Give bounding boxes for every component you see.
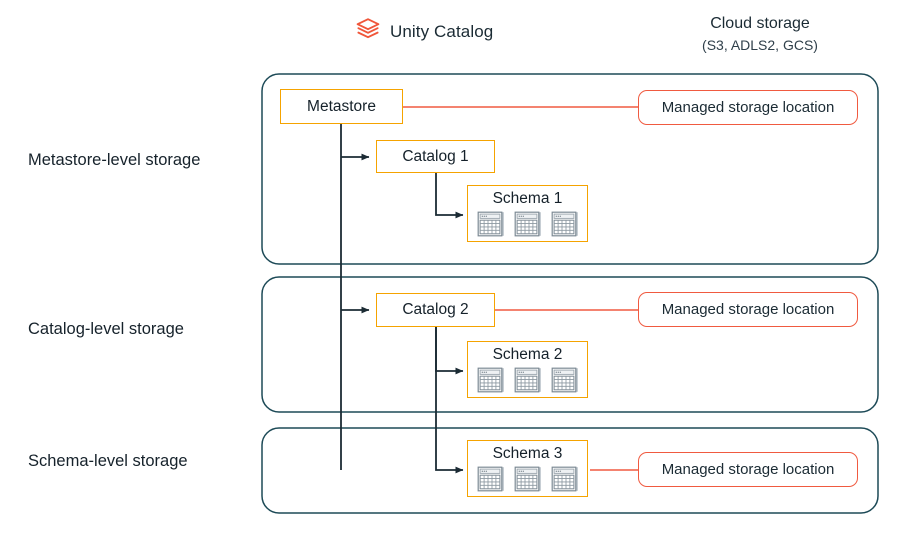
table-icon	[514, 211, 542, 238]
table-icon	[477, 211, 505, 238]
entity-schema-2[interactable]: Schema 2	[467, 341, 588, 398]
container-metastore-level	[261, 73, 879, 265]
managed-storage-label: Managed storage location	[661, 99, 835, 116]
managed-storage-location-schema[interactable]: Managed storage location	[638, 452, 858, 487]
table-icon-group	[477, 367, 579, 394]
cloud-storage-title: Cloud storage	[710, 15, 810, 32]
entity-schema-1[interactable]: Schema 1	[467, 185, 588, 242]
row-label-metastore-level: Metastore-level storage	[28, 151, 201, 169]
entity-metastore[interactable]: Metastore	[280, 89, 403, 124]
container-schema-level	[261, 427, 879, 514]
managed-storage-label: Managed storage location	[661, 461, 835, 478]
entity-catalog-1[interactable]: Catalog 1	[376, 140, 495, 173]
unity-catalog-label: Unity Catalog	[390, 21, 494, 41]
connector-catalog2-to-schema3	[435, 327, 464, 474]
table-icon	[477, 367, 505, 394]
managed-storage-label: Managed storage location	[661, 301, 835, 318]
cloud-storage-subtitle: (S3, ADLS2, GCS)	[702, 37, 818, 54]
managed-storage-location-catalog[interactable]: Managed storage location	[638, 292, 858, 327]
entity-catalog-2[interactable]: Catalog 2	[376, 293, 495, 327]
entity-schema-3[interactable]: Schema 3	[467, 440, 588, 497]
row-label-catalog-level: Catalog-level storage	[28, 320, 184, 338]
table-icon	[551, 211, 579, 238]
table-icon	[514, 466, 542, 493]
table-icon	[551, 367, 579, 394]
connector-catalog2-to-schema2	[435, 327, 464, 375]
connector-catalog1-to-schema1	[435, 173, 464, 219]
table-icon	[514, 367, 542, 394]
entity-label: Catalog 1	[402, 147, 469, 165]
table-icon-group	[477, 211, 579, 238]
table-icon	[477, 466, 505, 493]
table-icon-group	[477, 466, 579, 493]
entity-label: Schema 3	[492, 445, 563, 462]
entity-label: Metastore	[307, 97, 376, 115]
table-icon	[551, 466, 579, 493]
managed-storage-location-metastore[interactable]: Managed storage location	[638, 90, 858, 125]
entity-label: Schema 2	[492, 346, 563, 363]
unity-catalog-header: Unity Catalog	[355, 16, 493, 47]
layers-stack-icon	[355, 16, 381, 47]
entity-label: Catalog 2	[402, 301, 469, 318]
row-label-schema-level: Schema-level storage	[28, 452, 188, 470]
container-catalog-level	[261, 276, 879, 413]
entity-label: Schema 1	[492, 190, 563, 207]
cloud-storage-header: Cloud storage (S3, ADLS2, GCS)	[640, 12, 880, 55]
